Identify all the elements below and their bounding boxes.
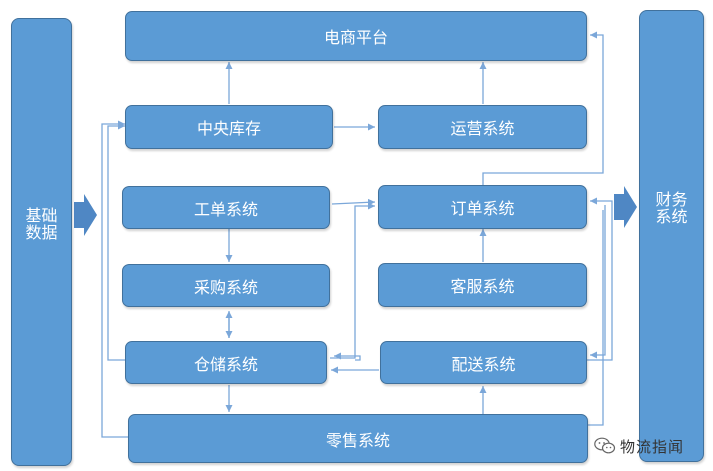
- node-delivery: 配送系统: [380, 341, 587, 384]
- node-warehouse: 仓储系统: [125, 341, 327, 384]
- node-order: 订单系统: [378, 185, 587, 229]
- node-retail: 零售系统: [128, 414, 588, 463]
- node-customer-service-label: 客服系统: [450, 277, 515, 296]
- left-block-arrow: [74, 194, 97, 236]
- left-panel-basic-data: 基础 数据: [11, 18, 72, 466]
- node-central-inventory: 中央库存: [125, 105, 333, 149]
- arrow-warehouse-to-order: [330, 202, 375, 359]
- node-work-order: 工单系统: [122, 186, 330, 229]
- wechat-icon: [594, 437, 616, 454]
- node-delivery-label: 配送系统: [451, 354, 516, 374]
- right-panel-label: 财务 系统: [655, 190, 688, 226]
- left-panel-label: 基础 数据: [25, 206, 58, 242]
- node-platform-label: 电商平台: [323, 28, 388, 47]
- node-customer-service: 客服系统: [378, 263, 587, 307]
- right-panel-finance: 财务 系统: [639, 10, 704, 462]
- arrow-order-to-platform: [482, 31, 604, 185]
- node-warehouse-label: 仓储系统: [193, 354, 258, 374]
- watermark-text: 物流指闻: [620, 437, 685, 456]
- arrow-delivery-to-order: [587, 197, 613, 361]
- arrow-workorder-to-order: [331, 198, 376, 206]
- node-procurement: 采购系统: [122, 264, 330, 307]
- node-work-order-label: 工单系统: [193, 199, 258, 219]
- node-central-inventory-label: 中央库存: [196, 119, 261, 138]
- node-operations-label: 运营系统: [450, 119, 515, 138]
- node-procurement-label: 采购系统: [193, 277, 258, 297]
- node-platform: 电商平台: [125, 11, 587, 61]
- node-retail-label: 零售系统: [325, 430, 390, 450]
- node-order-label: 订单系统: [450, 199, 515, 218]
- watermark: 物流指闻: [592, 428, 710, 464]
- arrow-retail-to-inventory: [101, 120, 128, 438]
- arrow-warehouse-to-inventory: [107, 122, 125, 361]
- node-operations: 运营系统: [378, 105, 587, 149]
- right-block-arrow: [614, 186, 637, 228]
